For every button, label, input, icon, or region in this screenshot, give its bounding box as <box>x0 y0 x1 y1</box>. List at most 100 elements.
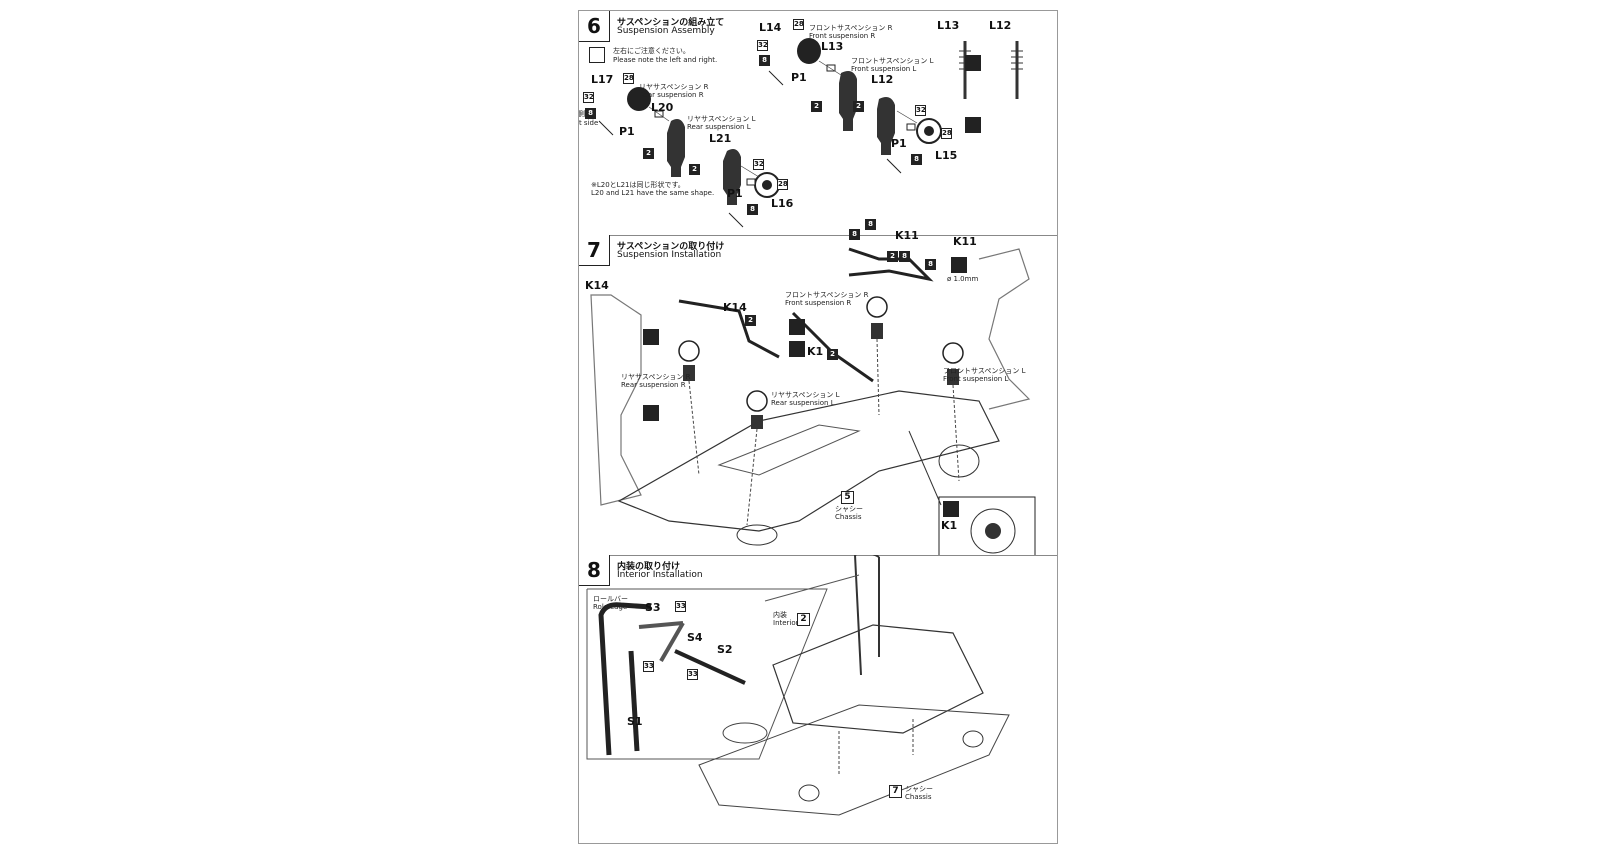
front-r-en-7: Front suspension R <box>785 299 852 307</box>
step-6-title-jp: サスペンションの組み立て <box>617 18 725 28</box>
tag-8-k11c: 8 <box>899 251 910 262</box>
part-L21: L21 <box>709 132 732 145</box>
step-7-title-en: Suspension Installation <box>617 250 722 260</box>
part-L12: L12 <box>871 73 894 86</box>
tag-2: 2 <box>643 148 654 159</box>
part-L13-shock: L13 <box>937 19 960 32</box>
front-l-jp-7: フロントサスペンション L <box>943 367 1026 375</box>
tag-2b: 2 <box>689 164 700 175</box>
cement-icon <box>965 55 981 71</box>
outside-en: Out side <box>578 119 599 127</box>
part-K14-outline: K14 <box>585 279 609 292</box>
step-7-title-jp: サスペンションの取り付け <box>617 242 725 252</box>
tag-2-k11: 2 <box>887 251 898 262</box>
tag-2d: 2 <box>853 101 864 112</box>
tag-32d: 32 <box>915 105 926 116</box>
part-S1: S1 <box>627 715 643 728</box>
part-L20: L20 <box>651 101 674 114</box>
rear-l-jp-7: リヤサスペンション L <box>771 391 840 399</box>
tag-8b: 8 <box>747 204 758 215</box>
tag-33b: 33 <box>643 661 654 672</box>
cement-icon-k14 <box>643 329 659 345</box>
tag-32: 32 <box>583 92 594 103</box>
front-r-jp: フロントサスペンション R <box>809 24 893 32</box>
tag-8-k11b: 8 <box>865 219 876 230</box>
cement-icon-2 <box>965 117 981 133</box>
tag-28: 28 <box>623 73 634 84</box>
chassis-en-7: Chassis <box>835 513 862 521</box>
part-K1-inset: K1 <box>941 519 958 532</box>
chassis-jp-8: シャシー <box>905 785 933 793</box>
tag-2-k14: 2 <box>745 315 756 326</box>
front-r-jp-7: フロントサスペンション R <box>785 291 869 299</box>
part-S2: S2 <box>717 643 733 656</box>
rear-r-jp-7: リヤサスペンション R <box>621 373 691 381</box>
rear-l-en-7: Rear suspension L <box>771 399 835 407</box>
instruction-page: 6 サスペンションの組み立て Suspension Assembly 左右にご注… <box>578 10 1058 844</box>
cement-icon-k14b <box>643 405 659 421</box>
step-6-number: 6 <box>579 11 610 42</box>
suspension-assembly-illustration <box>598 38 1023 228</box>
note-en: Please note the left and right. <box>613 56 718 64</box>
tag-2-k1: 2 <box>827 349 838 360</box>
step-6-title-en: Suspension Assembly <box>617 26 715 36</box>
tag-32b: 32 <box>753 159 764 170</box>
part-L12-shock: L12 <box>989 19 1012 32</box>
drill-icon <box>951 257 967 273</box>
tag-8d: 8 <box>911 154 922 165</box>
drill-note: ø 1.0mm <box>947 275 979 283</box>
interior-jp: 内装 <box>773 611 787 619</box>
part-P1-rear-l: P1 <box>727 187 743 200</box>
rear-l-jp: リヤサスペンション L <box>687 115 756 123</box>
part-L14: L14 <box>759 21 782 34</box>
tag-32c: 32 <box>757 40 768 51</box>
step-8-number: 8 <box>579 555 610 586</box>
interior-installation-illustration <box>586 555 1010 816</box>
rollbar-en: Role cage <box>593 603 628 611</box>
interior-en: Interior <box>773 619 799 627</box>
step-8-section: 8 内装の取り付け Interior Installation <box>579 555 1057 843</box>
step-7-number: 7 <box>579 235 610 266</box>
part-L15: L15 <box>935 149 958 162</box>
caution-icon <box>589 47 605 63</box>
front-r-en: Front suspension R <box>809 32 876 40</box>
step-6-section: 6 サスペンションの組み立て Suspension Assembly 左右にご注… <box>579 11 1057 243</box>
tag-28d: 28 <box>941 128 952 139</box>
front-l-en: Front suspension L <box>851 65 917 73</box>
rear-r-jp: リヤサスペンション R <box>639 83 709 91</box>
tag-8c: 8 <box>759 55 770 66</box>
step-8-title-en: Interior Installation <box>617 570 703 580</box>
part-L13: L13 <box>821 40 844 53</box>
part-K1: K1 <box>807 345 824 358</box>
rear-r-en: Rear suspension R <box>639 91 704 99</box>
same-shape-jp: ※L20とL21は同じ形状です。 <box>591 181 685 189</box>
part-K11: K11 <box>895 229 919 242</box>
part-P1-front-r: P1 <box>791 71 807 84</box>
same-shape-en: L20 and L21 have the same shape. <box>591 189 715 197</box>
glue-icon-k1b <box>943 501 959 517</box>
part-L16: L16 <box>771 197 794 210</box>
tag-8-k11d: 8 <box>925 259 936 270</box>
part-S3: S3 <box>645 601 661 614</box>
step-8-title-jp: 内装の取り付け <box>617 562 681 572</box>
glue-icon-k1 <box>789 341 805 357</box>
rollbar-jp: ロールバー <box>593 595 628 603</box>
front-l-en-7: Front suspension L <box>943 375 1009 383</box>
outside-jp: 外側 <box>578 110 585 118</box>
tag-8: 8 <box>585 108 596 119</box>
chassis-ref-number: 5 <box>841 491 854 504</box>
chassis-en-8: Chassis <box>905 793 932 801</box>
divider-6-7 <box>579 235 1057 236</box>
chassis-ref-number-8: 7 <box>889 785 902 798</box>
tag-33a: 33 <box>675 601 686 612</box>
part-P1-front-l: P1 <box>891 137 907 150</box>
part-K14: K14 <box>723 301 747 314</box>
divider-7-8 <box>579 555 1057 556</box>
part-P1-rear-r: P1 <box>619 125 635 138</box>
cement-icon-k1 <box>789 319 805 335</box>
interior-ref-number: 2 <box>797 613 810 626</box>
front-l-jp: フロントサスペンション L <box>851 57 934 65</box>
tag-28c: 28 <box>793 19 804 30</box>
part-K11-detail: K11 <box>953 235 977 248</box>
tag-28b: 28 <box>777 179 788 190</box>
